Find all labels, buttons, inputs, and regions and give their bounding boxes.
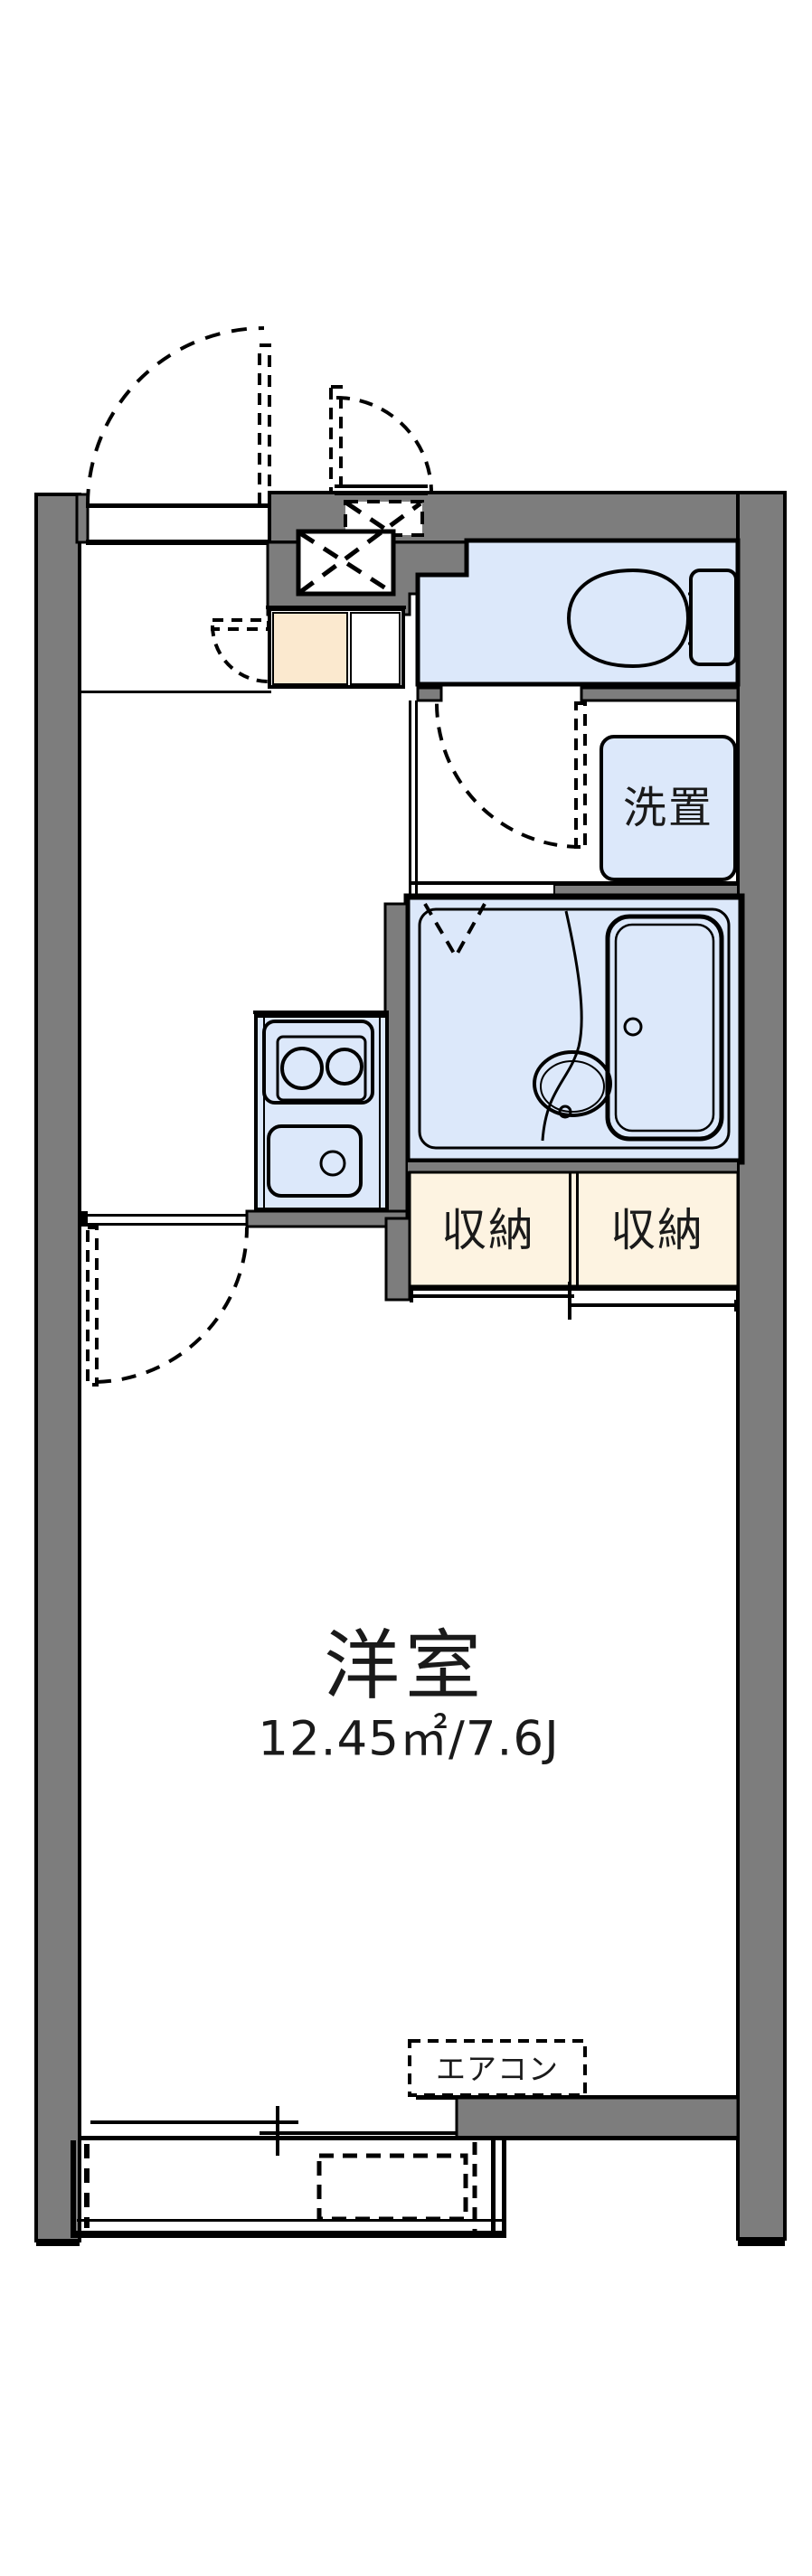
toilet-room: [415, 538, 741, 687]
entrance-door-arc: [86, 326, 265, 505]
kitchen-counter: [254, 1014, 389, 1211]
hall-room-wall: [80, 1209, 411, 1302]
shoe-cabinet-left: [272, 612, 348, 685]
main-room-door-leaf: [86, 1226, 99, 1387]
balcony-inner-rail: [77, 2219, 502, 2222]
stove-icon: [262, 1020, 374, 1105]
entrance-doorway: [86, 503, 269, 545]
door-threshold: [88, 1223, 247, 1226]
track-line: [335, 484, 428, 488]
meter-box-door-leaf: [329, 385, 343, 494]
cabinet-door-swing: [211, 618, 270, 683]
aircon-label: エアコン: [436, 2051, 559, 2087]
meter-box-door-track: [335, 484, 428, 495]
storage-block: [406, 1161, 740, 1320]
washroom-door-arc: [435, 702, 581, 849]
kitchen-unit: [253, 1011, 389, 1211]
storage-divider: [576, 1172, 579, 1286]
balcony: [71, 2140, 506, 2238]
toilet-icon: [566, 568, 738, 669]
washer-space-box: [600, 735, 737, 881]
washroom-partition-wall: [409, 700, 418, 907]
kitchen-sink-icon: [267, 1124, 363, 1198]
main-room-label: 洋室: [323, 1622, 487, 1710]
balcony-right-return: [502, 2140, 506, 2233]
bathtub-icon: [605, 914, 724, 1142]
entrance-left-jamb: [75, 493, 90, 544]
counter-rim: [263, 1015, 381, 1210]
counter-edge: [253, 1011, 389, 1014]
bath-floor: [418, 907, 731, 1150]
washer-space-label: 洗置: [622, 783, 714, 833]
left-wall: [34, 493, 81, 2242]
cabinet-door-leaf: [211, 618, 270, 631]
storage-top-wall: [406, 1161, 739, 1173]
entrance-door-swing: [86, 326, 271, 506]
entrance-threshold-outer: [86, 503, 269, 508]
genkan-step-line: [80, 691, 271, 693]
track-cap: [410, 1291, 413, 1302]
sliding-door-track: [411, 1294, 574, 1298]
wall-segment: [384, 1217, 411, 1302]
track-line: [335, 492, 428, 495]
washroom-door-leaf: [574, 701, 587, 849]
shoe-cabinet: [266, 606, 406, 689]
shaft-x-icon: [298, 501, 422, 595]
main-room-area: 12.45㎡/7.6J: [258, 1711, 560, 1767]
bath-room-outline: [403, 893, 745, 1165]
meter-box-door-arc: [335, 396, 433, 494]
track-cap: [734, 1300, 738, 1312]
balcony-right-return: [491, 2140, 496, 2233]
window-mullion: [276, 2106, 279, 2156]
exterior-walls: [34, 491, 787, 2246]
window-pane-line: [90, 2120, 298, 2124]
door-jamb: [80, 1211, 88, 1227]
wall-segment: [245, 1209, 409, 1228]
balcony-left-edge: [71, 2140, 76, 2234]
wall-bottom-line: [80, 2136, 738, 2140]
entrance-door-leaf: [258, 343, 271, 506]
bottom-wall-window: [80, 2095, 740, 2156]
cabinet-door-arc: [211, 625, 269, 683]
bath-room: [403, 893, 745, 1165]
balcony-dashed-box: [316, 2153, 468, 2222]
storage-divider: [569, 1172, 571, 1286]
storage-bottom-line: [410, 1286, 738, 1291]
left-wall-cap: [36, 2239, 80, 2246]
balcony-outer-rail: [71, 2231, 506, 2238]
storage-left-label: 収納: [441, 1204, 535, 1256]
bottom-wall: [455, 2096, 740, 2139]
sliding-door-track: [570, 1303, 738, 1307]
washbasin-icon: [533, 1050, 612, 1119]
main-room-door-arc: [96, 1227, 249, 1384]
storage-right-label: 収納: [610, 1204, 704, 1256]
bath-partition-line: [541, 910, 583, 1142]
sliding-door-mullion: [568, 1282, 571, 1320]
door-threshold: [88, 1214, 247, 1217]
right-wall: [736, 491, 787, 2241]
washroom-door-swing: [435, 701, 587, 849]
main-room-door-swing: [86, 1226, 249, 1387]
right-wall-cap: [738, 2239, 785, 2246]
toilet-washroom-wall: [416, 686, 740, 702]
meter-box-door-swing: [329, 385, 433, 494]
entrance-threshold-inner: [86, 540, 269, 545]
window-pane-line: [260, 2131, 457, 2135]
storage-closets: [408, 1170, 740, 1288]
shoe-cabinet-right: [350, 612, 401, 685]
